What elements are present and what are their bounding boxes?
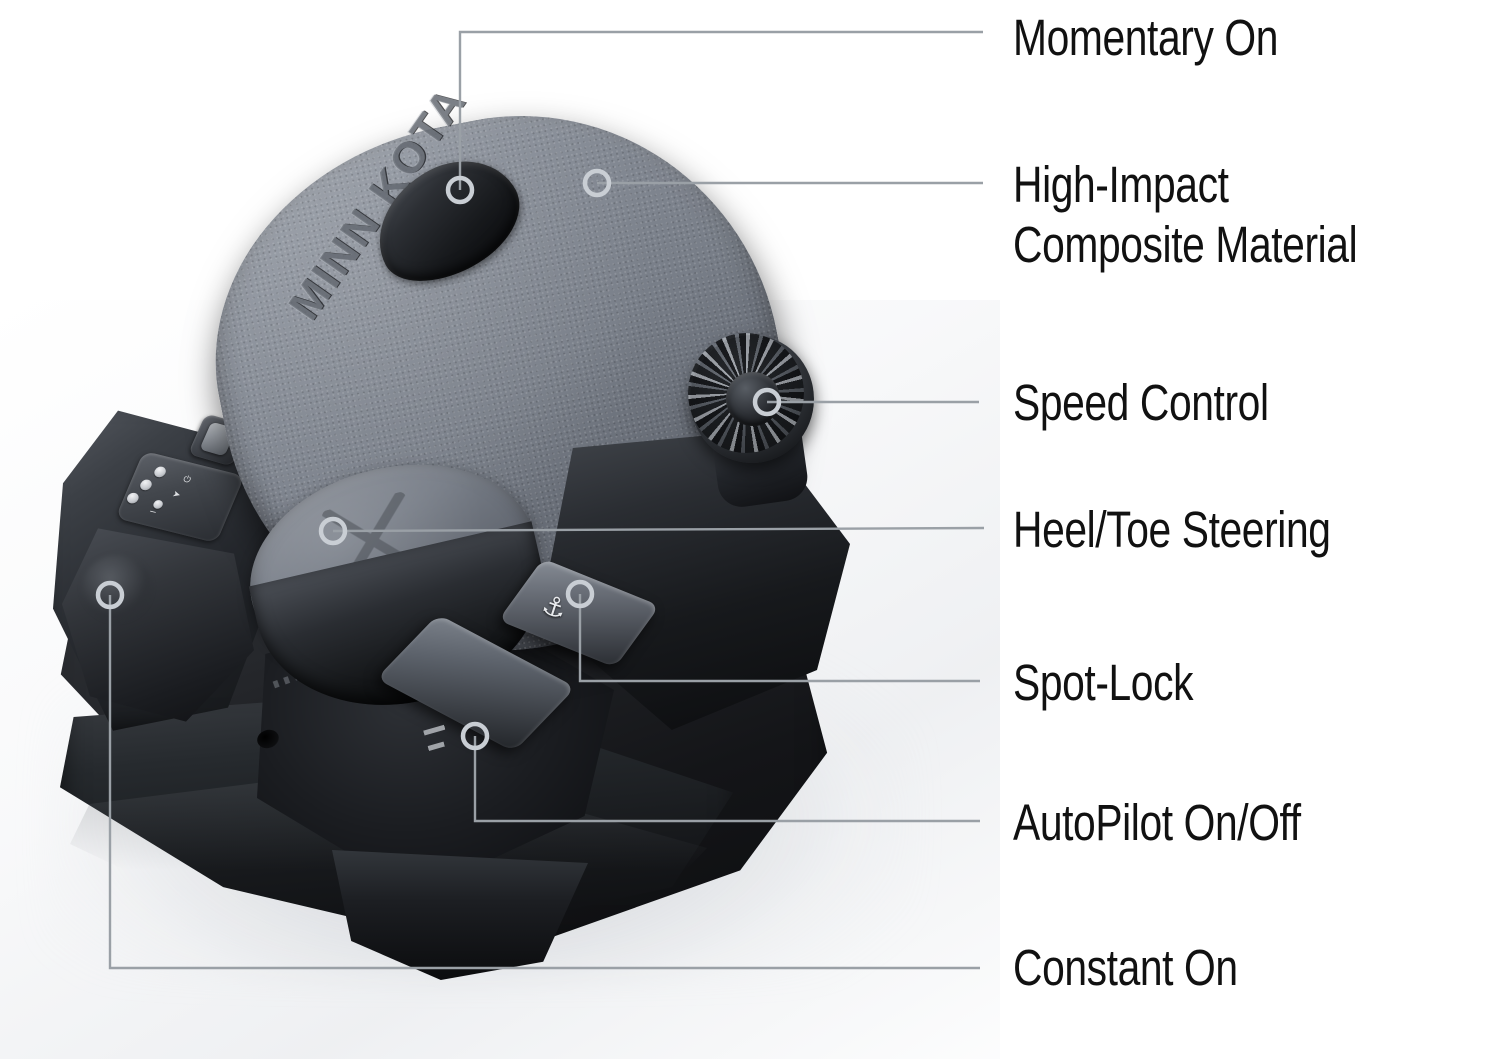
dash-icon: ─ [147,507,158,519]
callout-label-high-impact-composite: High-Impact Composite Material [1013,156,1358,273]
callout-label-momentary-on: Momentary On [1013,9,1279,66]
callout-label-autopilot-on-off: AutoPilot On/Off [1013,794,1301,851]
callout-label-heel-toe-steering: Heel/Toe Steering [1013,501,1331,558]
callout-label-constant-on: Constant On [1013,939,1238,996]
arrow-icon: ➤ [170,489,182,501]
speed-control-knob[interactable] [688,333,814,463]
led-indicator [125,491,141,505]
constant-on-boss[interactable] [82,555,152,621]
led-indicator [152,465,168,479]
led-indicator [138,478,154,492]
power-icon: ⏻ [181,474,193,486]
speed-knob-cap[interactable] [726,372,780,426]
callout-label-speed-control: Speed Control [1013,374,1269,431]
foot-pedal-product: ⏻ ➤ ─ MINN KOTA ⚓ [53,71,850,980]
callout-label-spot-lock: Spot-Lock [1013,654,1194,711]
